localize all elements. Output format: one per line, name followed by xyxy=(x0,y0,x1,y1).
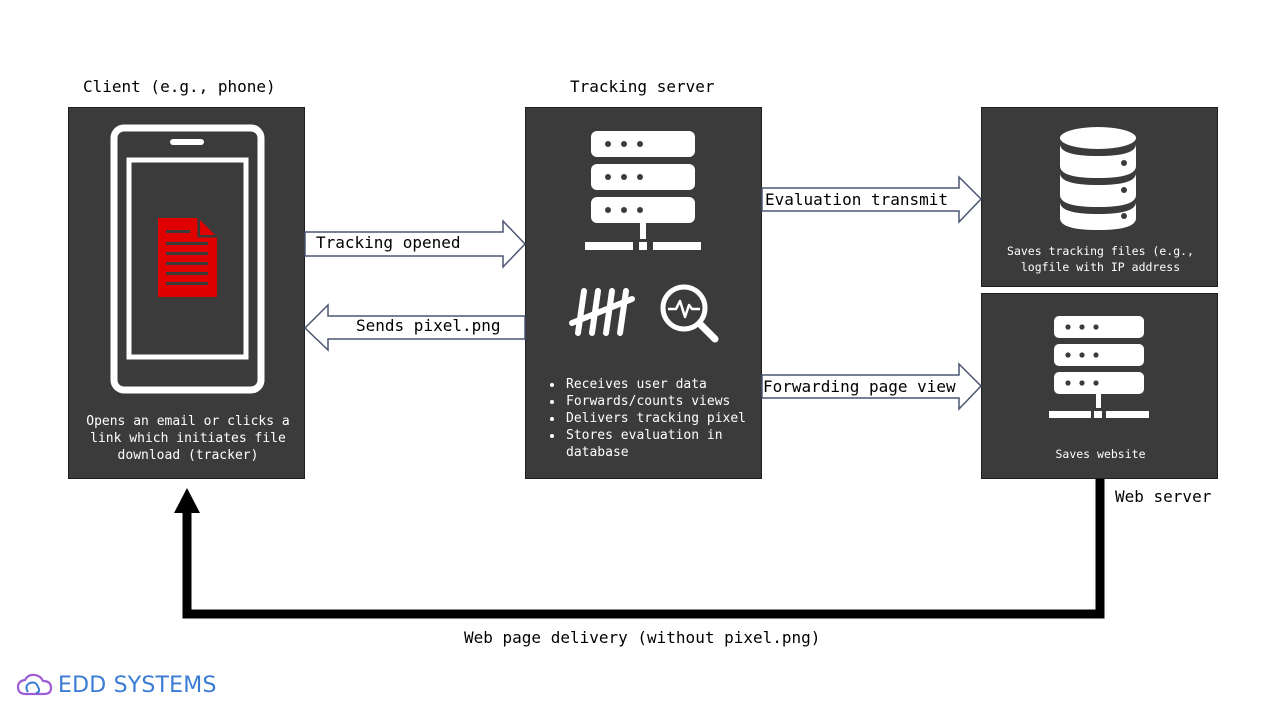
bullet-item: Delivers tracking pixel xyxy=(564,410,769,427)
server-icon xyxy=(585,131,701,250)
forwarding-page-view-label: Forwarding page view xyxy=(763,377,956,396)
evaluation-transmit-label: Evaluation transmit xyxy=(765,190,949,209)
tracking-opened-label: Tracking opened xyxy=(316,233,461,252)
database-box: Saves tracking files (e.g., logfile with… xyxy=(981,107,1218,287)
document-icon xyxy=(158,218,217,297)
tally-icon xyxy=(569,288,635,336)
logo-text: EDD SYSTEMS xyxy=(58,672,217,698)
sends-pixel-arrow xyxy=(303,303,526,352)
web-page-delivery-arrowhead xyxy=(174,488,200,513)
phone-icon xyxy=(110,124,265,394)
tracking-server-title: Tracking server xyxy=(570,77,715,96)
analytics-magnifier-icon xyxy=(660,284,719,343)
sends-pixel-label: Sends pixel.png xyxy=(356,316,501,335)
evaluation-transmit-arrow xyxy=(761,175,983,224)
tracking-server-bullets: Receives user data Forwards/counts views… xyxy=(546,376,769,461)
bullet-item: Stores evaluation in database xyxy=(564,427,769,461)
web-server-title: Web server xyxy=(1115,487,1212,506)
web-page-delivery-arrow xyxy=(182,479,1105,619)
server-icon xyxy=(1049,316,1149,418)
web-page-delivery-label: Web page delivery (without pixel.png) xyxy=(464,628,821,647)
client-title: Client (e.g., phone) xyxy=(83,77,276,96)
tracking-server-box: Receives user data Forwards/counts views… xyxy=(525,107,762,479)
database-icon xyxy=(1060,127,1136,230)
database-caption: Saves tracking files (e.g., logfile with… xyxy=(1007,244,1194,274)
bullet-item: Receives user data xyxy=(564,376,769,393)
edd-systems-logo: EDD SYSTEMS xyxy=(16,670,217,700)
client-box: Opens an email or clicks a link which in… xyxy=(68,107,305,479)
tracking-opened-arrow xyxy=(304,219,527,269)
web-server-caption: Saves website xyxy=(1055,447,1146,461)
web-server-box: Saves website xyxy=(981,293,1218,479)
client-caption: Opens an email or clicks a link which in… xyxy=(86,414,290,463)
cloud-logo-icon xyxy=(16,673,53,696)
forwarding-page-view-arrow xyxy=(761,362,983,411)
bullet-item: Forwards/counts views xyxy=(564,393,769,410)
